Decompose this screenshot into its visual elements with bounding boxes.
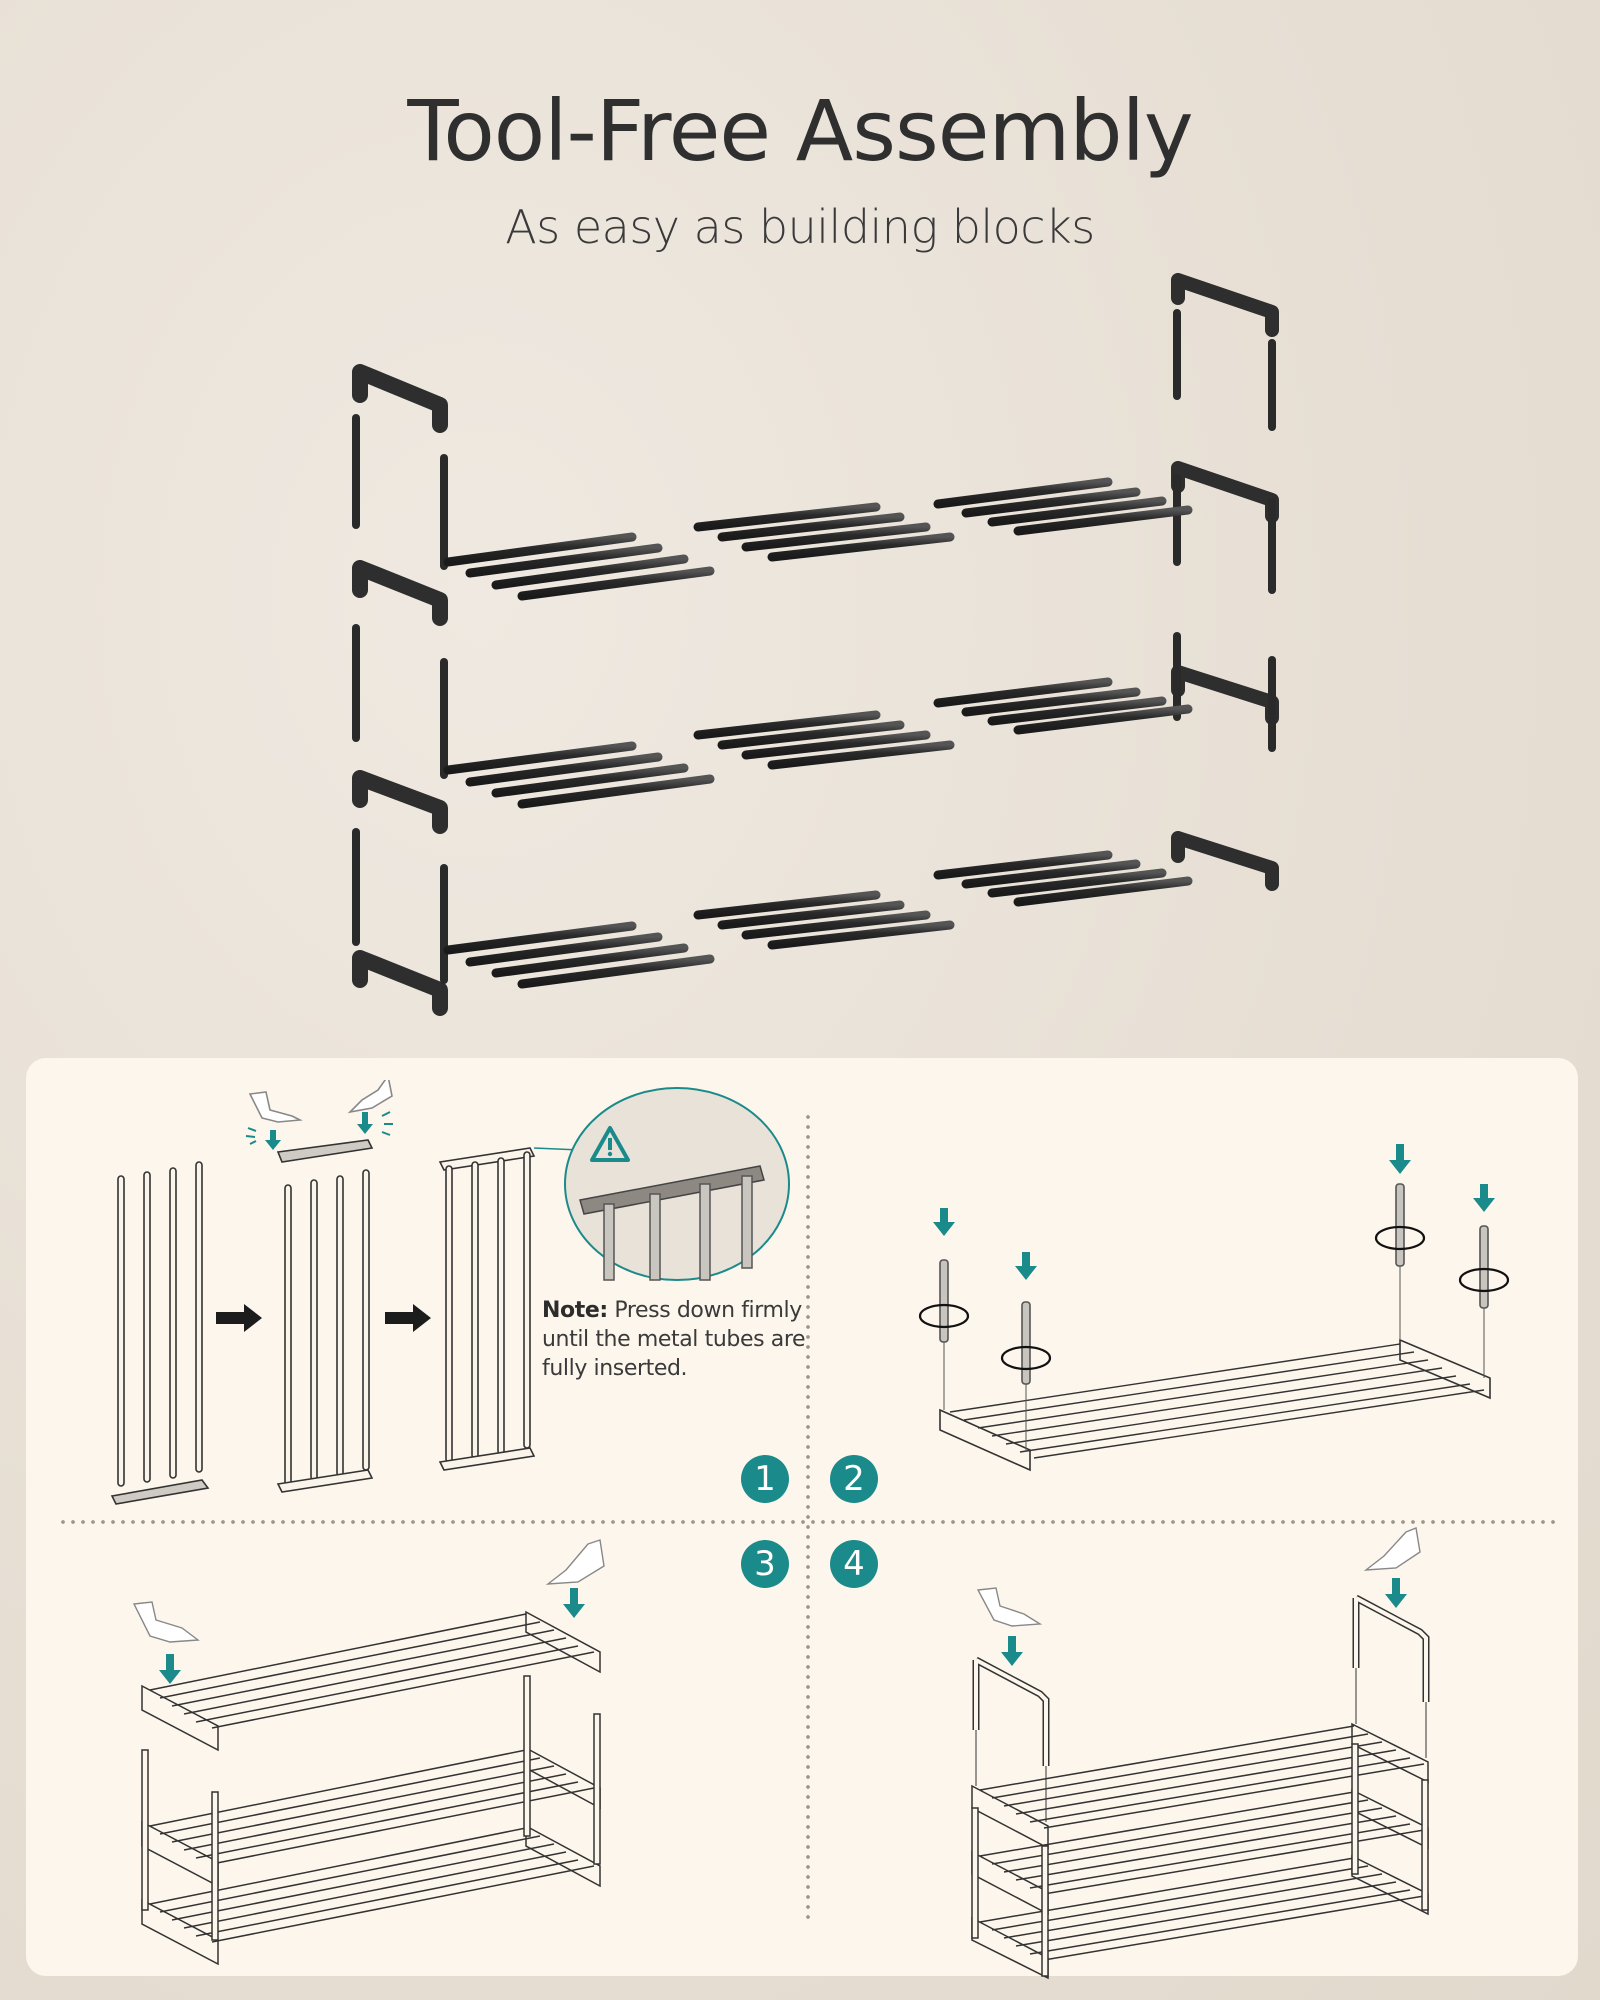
vertical-poles [971, 1743, 1429, 1977]
shelf-middle [141, 1746, 601, 1888]
step-2-illustration [918, 1144, 1510, 1472]
press-down-arrow-icon [1001, 1578, 1407, 1666]
warning-icon [590, 1126, 630, 1162]
shelf-middle [971, 1788, 1429, 1916]
press-down-arrow-icon [265, 1112, 373, 1150]
assembled-side-frame [438, 1147, 536, 1471]
step-4-badge: 4 [830, 1540, 878, 1588]
left-connectors [352, 364, 448, 1016]
loose-rods [110, 1161, 210, 1505]
shelf-bottom [971, 1854, 1429, 1980]
rotate-icon [918, 1225, 1510, 1371]
step-1-badge: 1 [741, 1455, 789, 1503]
horizontal-divider [58, 1520, 1558, 1524]
step-1-illustration [110, 1080, 790, 1505]
press-down-arrow-icon [159, 1588, 585, 1684]
rods-with-connectors [276, 1139, 374, 1493]
note-label: Note: [542, 1298, 608, 1323]
note-text: Press down firmly until the metal tubes … [542, 1298, 806, 1381]
arrow-right-icon [385, 1304, 431, 1332]
vertical-poles [141, 1675, 601, 1941]
assembly-note: Note: Press down firmly until the metal … [542, 1296, 812, 1383]
press-hand-icon [248, 1080, 393, 1123]
shelf-top [141, 1610, 601, 1752]
page-title: Tool-Free Assembly [407, 82, 1193, 180]
right-connectors [1171, 273, 1279, 891]
step-4-illustration [971, 1527, 1430, 1980]
vertical-divider [806, 1112, 810, 1922]
right-handle [1352, 1594, 1430, 1702]
shelf-top [971, 1722, 1429, 1850]
press-hand-icon [132, 1539, 605, 1643]
right-poles [1173, 309, 1276, 752]
press-down-arrow-icon [933, 1144, 1495, 1280]
press-hand-icon [976, 1527, 1421, 1627]
step-2-badge: 2 [830, 1455, 878, 1503]
left-handle [972, 1656, 1050, 1766]
shelf-bottom [141, 1824, 601, 1966]
step-3-illustration [132, 1539, 605, 1966]
exploded-view-illustration [352, 273, 1279, 1016]
shelf-rods [443, 477, 1193, 989]
arrow-right-icon [216, 1304, 262, 1332]
step-3-badge: 3 [741, 1540, 789, 1588]
detail-callout-circle [564, 1087, 790, 1281]
page-subtitle: As easy as building blocks [505, 200, 1095, 254]
left-poles [352, 414, 448, 984]
